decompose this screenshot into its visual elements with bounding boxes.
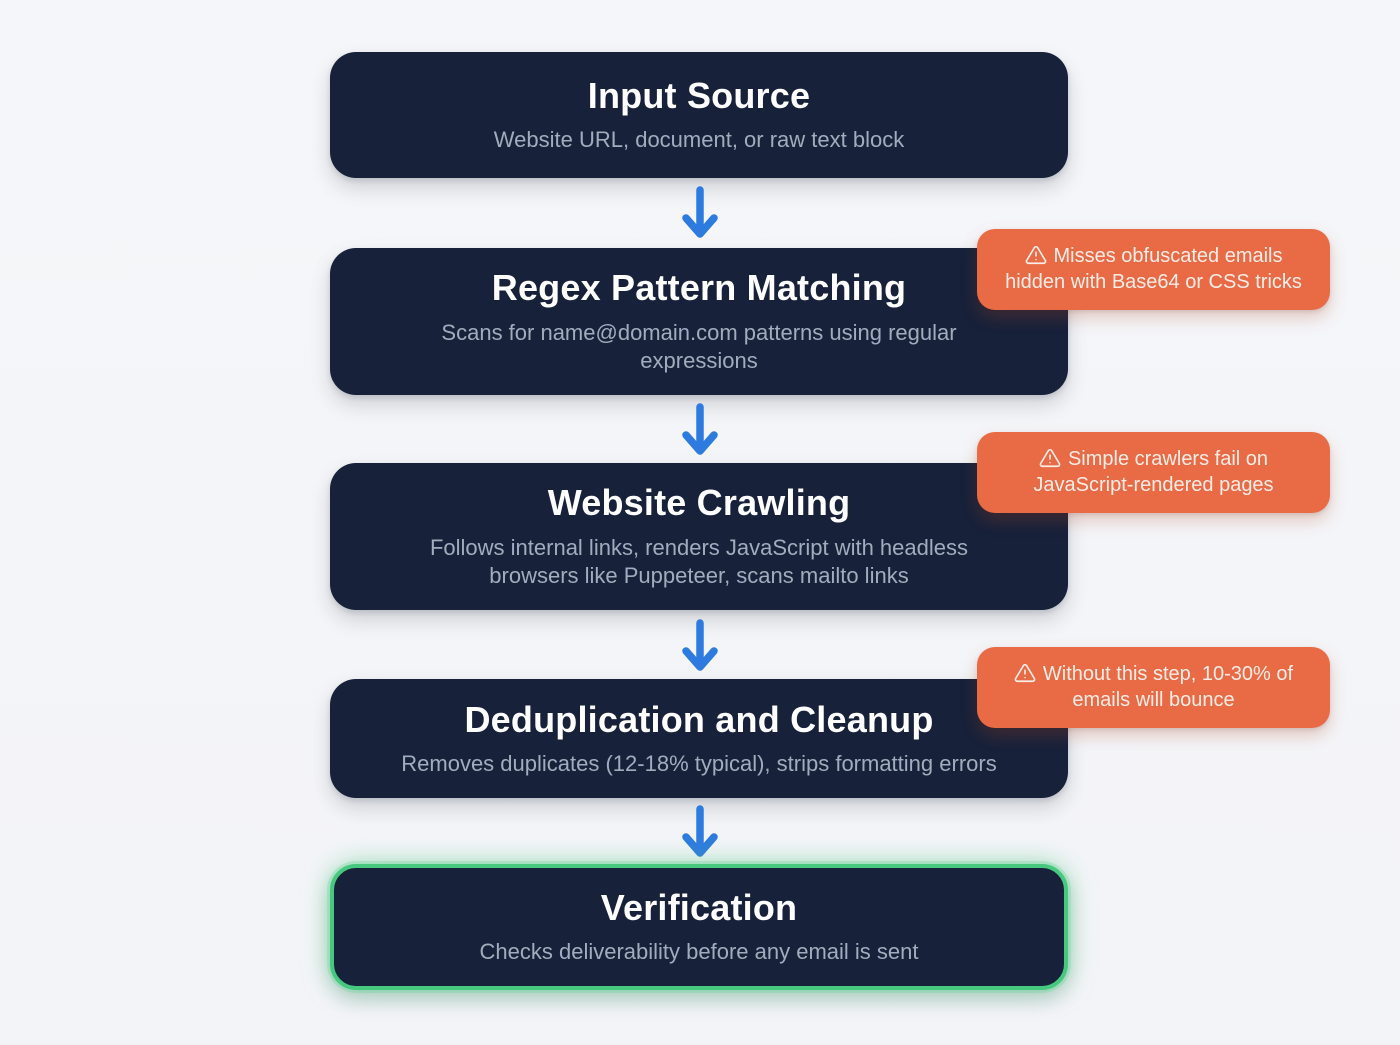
step-subtitle: Website URL, document, or raw text block bbox=[493, 127, 905, 153]
arrow-down-icon bbox=[682, 619, 718, 671]
warning-callout-dedup: Without this step, 10-30% of emails will… bbox=[977, 647, 1330, 728]
arrow-down-icon bbox=[682, 805, 718, 857]
step-title: Verification bbox=[600, 887, 798, 928]
step-website-crawling: Website Crawling Follows internal links,… bbox=[330, 463, 1068, 610]
step-subtitle: Removes duplicates (12-18% typical), str… bbox=[401, 750, 997, 776]
warning-text: Without this step, 10-30% of emails will… bbox=[1042, 663, 1294, 712]
step-title: Deduplication and Cleanup bbox=[464, 698, 934, 740]
step-subtitle: Checks deliverability before any email i… bbox=[479, 939, 919, 965]
alert-triangle-icon bbox=[1014, 662, 1036, 684]
step-title: Input Source bbox=[587, 75, 811, 116]
warning-callout-crawling: Simple crawlers fail on JavaScript-rende… bbox=[977, 432, 1330, 513]
warning-text: Simple crawlers fail on JavaScript-rende… bbox=[1033, 448, 1274, 497]
warning-callout-regex: Misses obfuscated emails hidden with Bas… bbox=[977, 229, 1330, 310]
arrow-down-icon bbox=[682, 403, 718, 455]
step-deduplication-cleanup: Deduplication and Cleanup Removes duplic… bbox=[330, 679, 1068, 798]
step-verification: Verification Checks deliverability befor… bbox=[330, 864, 1068, 990]
arrow-down-icon bbox=[682, 186, 718, 238]
alert-triangle-icon bbox=[1025, 244, 1047, 266]
step-title: Regex Pattern Matching bbox=[491, 267, 907, 309]
step-subtitle: Scans for name@domain.com patterns using… bbox=[441, 319, 957, 374]
step-title: Website Crawling bbox=[547, 482, 851, 524]
step-regex-pattern-matching: Regex Pattern Matching Scans for name@do… bbox=[330, 248, 1068, 395]
alert-triangle-icon bbox=[1039, 447, 1061, 469]
step-subtitle: Follows internal links, renders JavaScri… bbox=[429, 534, 968, 589]
step-input-source: Input Source Website URL, document, or r… bbox=[330, 52, 1068, 178]
warning-text: Misses obfuscated emails hidden with Bas… bbox=[1005, 245, 1302, 294]
